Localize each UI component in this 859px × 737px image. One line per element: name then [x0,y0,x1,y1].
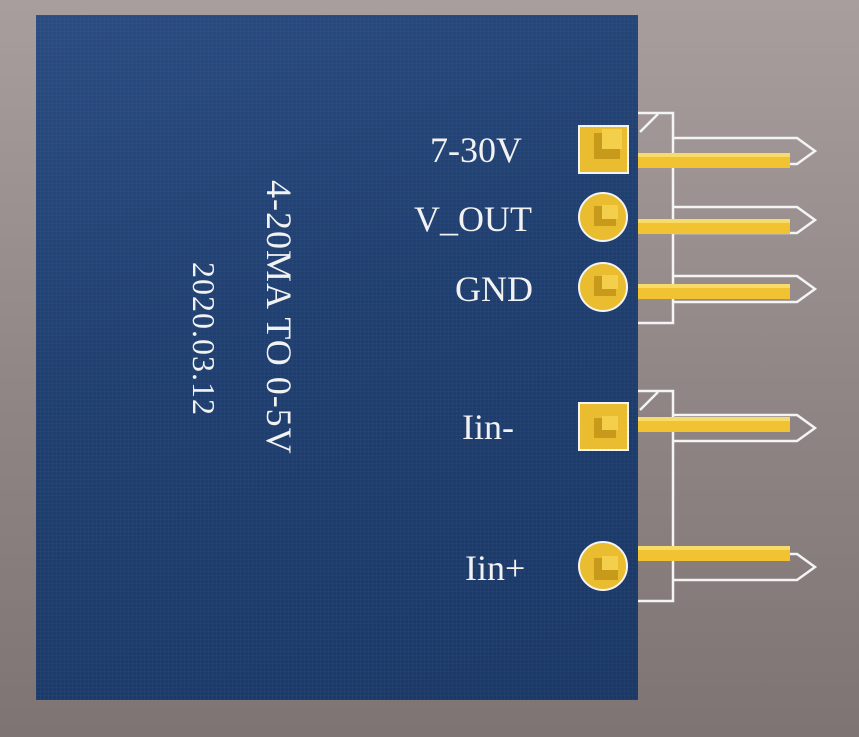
pin-leg-outline-3 [673,274,818,304]
pin-label-iin-minus: Iin- [462,407,514,447]
pcb-board [36,15,638,700]
pin-label-power: 7-30V [430,130,522,170]
pin-leg-outline-4 [673,413,818,443]
pin-label-vout: V_OUT [414,199,532,239]
pad-3-round [578,262,628,312]
pin-leg-outlines [673,136,818,582]
pad-5-round [578,541,628,591]
pin-label-iin-plus: Iin+ [465,548,526,588]
pad-1-square [578,125,629,174]
header-outline-3pin [638,111,675,325]
pin-label-gnd: GND [455,269,533,309]
pad-4-square [578,402,629,451]
pin-legs [638,153,790,561]
header-outline-2pin [638,389,675,603]
pad-2-round [578,192,628,242]
